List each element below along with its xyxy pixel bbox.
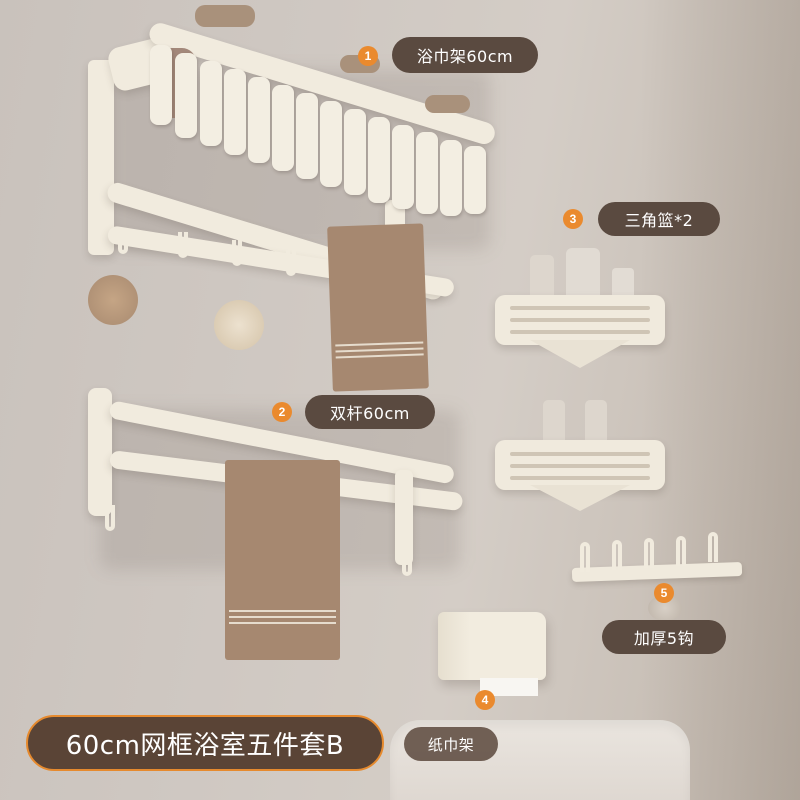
callout-badge-1: 1: [358, 46, 378, 66]
callout-label-paper-holder: 纸巾架: [404, 727, 498, 761]
callout-badge-4: 4: [475, 690, 495, 710]
callout-label-corner-basket: 三角篮*2: [598, 202, 720, 236]
callout-badge-3: 3: [563, 209, 583, 229]
callout-badge-5: 5: [654, 583, 674, 603]
product-title: 60cm网框浴室五件套B: [26, 715, 384, 771]
callout-label-hook-rail: 加厚5钩: [602, 620, 726, 654]
wall-corner-shadow: [640, 0, 800, 800]
callout-badge-2: 2: [272, 402, 292, 422]
callout-label-double-bar: 双杆60cm: [305, 395, 435, 429]
sponge-icon: [214, 300, 264, 350]
callout-label-towel-rack: 浴巾架60cm: [392, 37, 538, 73]
loofah-icon: [88, 275, 138, 325]
